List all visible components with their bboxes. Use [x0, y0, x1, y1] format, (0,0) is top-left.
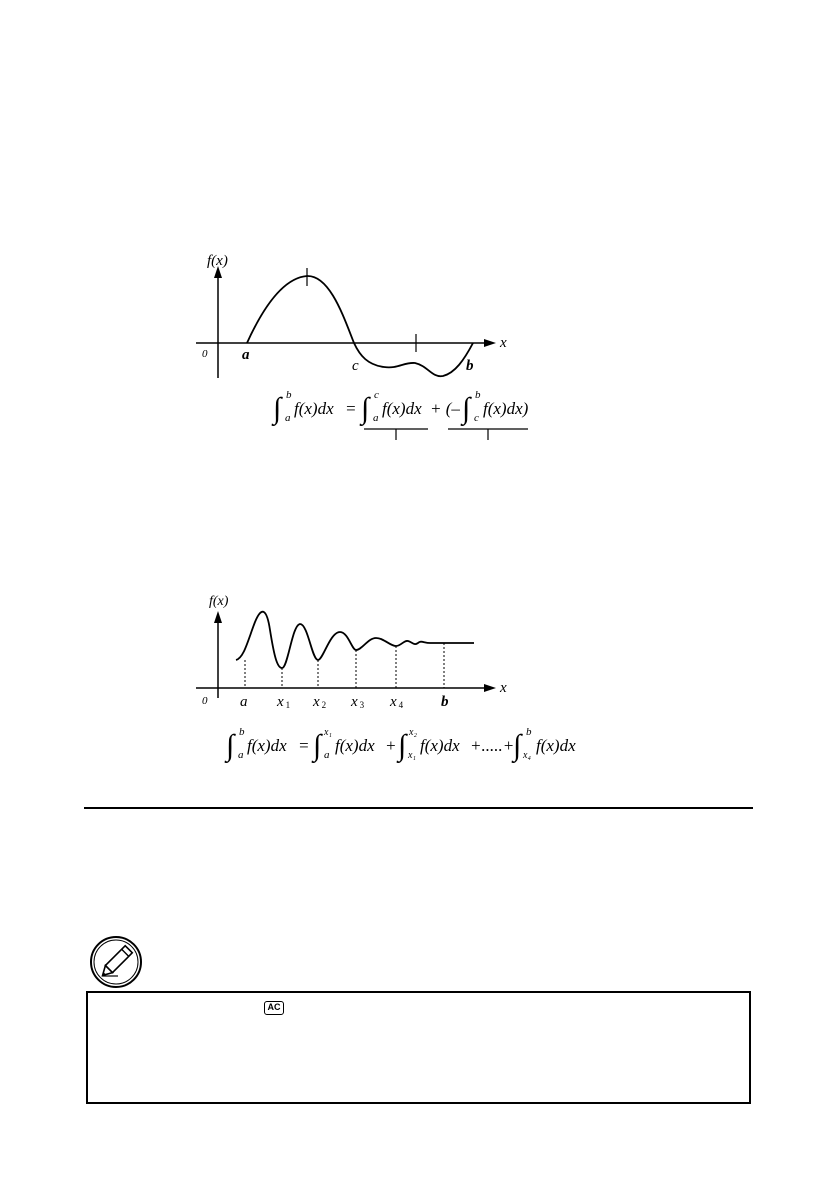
lower-limit: c [474, 412, 479, 424]
integrand: f(x)dx [247, 736, 287, 755]
function-curve [246, 275, 474, 378]
upper-limit: b [239, 726, 245, 738]
note-box: AC [86, 991, 751, 1104]
upper-limit: x₁ [323, 727, 332, 738]
y-axis-label: f(x) [207, 253, 228, 269]
integrand: f(x)dx) [483, 399, 529, 418]
y-axis-arrow-icon [214, 266, 222, 278]
lower-limit: a [285, 412, 291, 424]
lower-limit: a [373, 412, 379, 424]
upper-limit: b [286, 389, 292, 401]
integral-sign: ∫ [511, 729, 523, 764]
integrand: f(x)dx [536, 736, 576, 755]
tick-label-b: b [441, 694, 449, 710]
pencil-note-icon [90, 936, 142, 988]
ac-key-icon: AC [264, 1001, 284, 1015]
integrand: f(x)dx [420, 736, 460, 755]
upper-limit: b [526, 726, 532, 738]
section-divider [84, 807, 753, 809]
integral-sign: ∫ [271, 392, 283, 427]
origin-label: 0 [202, 348, 208, 360]
upper-limit: c [374, 389, 379, 401]
integral-sign: ∫ [396, 729, 408, 764]
integral-sign: ∫ [359, 392, 371, 427]
x-axis-arrow-icon [484, 684, 496, 692]
x-axis-label: x [499, 335, 507, 351]
y-axis-label: f(x) [209, 594, 229, 609]
lower-limit: x₁ [407, 750, 416, 761]
integral-sign: ∫ [311, 729, 323, 764]
integrand: f(x)dx [382, 399, 422, 418]
lower-limit: a [324, 749, 330, 761]
integrand: f(x)dx [335, 736, 375, 755]
lower-limit: x₄ [522, 750, 531, 761]
point-b-label: b [466, 358, 474, 374]
integral-sign: ∫ [224, 729, 236, 764]
ellipsis-plus: +.....+ [470, 736, 514, 755]
plus-sign: + [385, 736, 396, 755]
integral-sign: ∫ [460, 392, 472, 427]
upper-limit: x₂ [408, 727, 417, 738]
tick-label-a: a [240, 694, 248, 710]
lower-limit: a [238, 749, 244, 761]
oscillating-curve [235, 610, 474, 669]
integrand: f(x)dx [294, 399, 334, 418]
point-c-label: c [352, 358, 359, 374]
x-axis-label: x [499, 680, 507, 696]
equals-sign: = [345, 399, 356, 418]
x-axis-arrow-icon [484, 339, 496, 347]
point-a-label: a [242, 347, 250, 363]
plus-sign: + (– [430, 399, 460, 418]
upper-limit: b [475, 389, 481, 401]
equals-sign: = [298, 736, 309, 755]
y-axis-arrow-icon [214, 611, 222, 623]
figure-1: f(x) x 0 a c b ∫ b a f(x)dx = ∫ c a f(x)… [196, 253, 529, 440]
origin-label: 0 [202, 695, 208, 707]
